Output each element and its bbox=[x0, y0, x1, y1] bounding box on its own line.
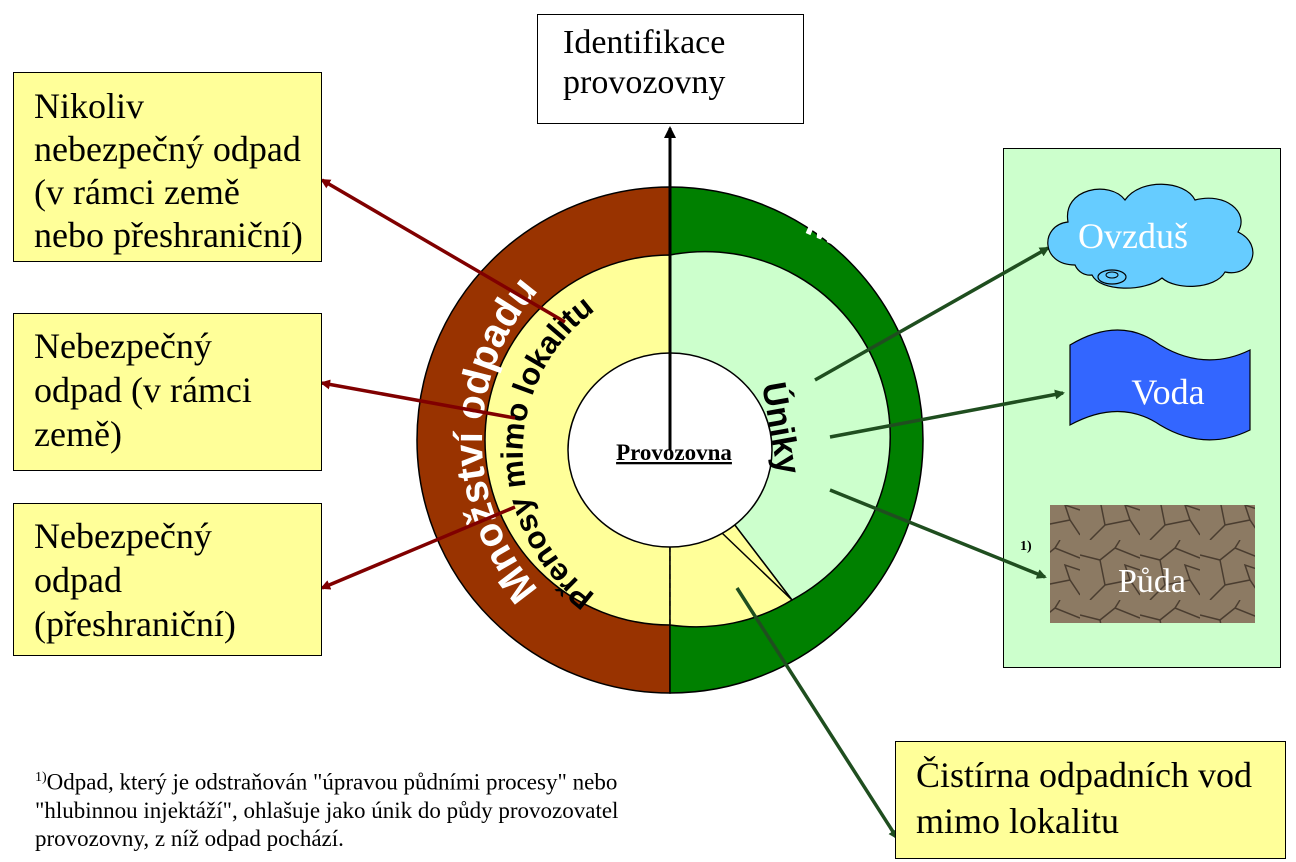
arrow-to-water bbox=[829, 389, 1065, 439]
identification-label: Identifikace provozovny bbox=[563, 24, 726, 101]
footnote-text: Odpad, který je odstraňován "úpravou půd… bbox=[35, 769, 619, 851]
treatment-plant-box[interactable]: Čistírna odpadních vod mimo lokalitu bbox=[895, 741, 1286, 859]
soil-note-marker: 1) bbox=[1020, 539, 1032, 554]
soil-label: Půda bbox=[1118, 563, 1186, 600]
arrow-to-soil bbox=[829, 488, 1047, 579]
footnote-marker: 1) bbox=[35, 770, 47, 785]
treatment-plant-label: Čistírna odpadních vod mimo lokalitu bbox=[916, 755, 1252, 841]
arrow-to-air bbox=[814, 246, 1050, 382]
air-cloud[interactable]: Ovzduš bbox=[1047, 183, 1254, 289]
hazardous-waste-domestic-box[interactable]: Nebezpečný odpad (v rámci země) bbox=[13, 313, 322, 471]
arrow-to-nebezpecny-preshranicni bbox=[320, 505, 516, 590]
center-divider bbox=[721, 532, 793, 601]
water-label: Voda bbox=[1131, 372, 1204, 412]
inner-ring-right bbox=[669, 250, 891, 601]
non-hazardous-waste-box[interactable]: Nikoliv nebezpečný odpad (v rámci země n… bbox=[13, 72, 322, 262]
hazardous-waste-domestic-label: Nebezpečný odpad (v rámci země) bbox=[34, 326, 252, 454]
hazardous-waste-transboundary-box[interactable]: Nebezpečný odpad (přeshraniční) bbox=[13, 503, 322, 656]
soil-tile[interactable]: Půda bbox=[1050, 505, 1255, 623]
arrow-to-treatment-plant bbox=[735, 587, 899, 840]
water-banner[interactable]: Voda bbox=[1069, 329, 1251, 441]
footnote: 1)Odpad, který je odstraňován "úpravou p… bbox=[35, 764, 715, 853]
identification-box[interactable]: Identifikace provozovny bbox=[537, 14, 804, 124]
arrow-to-nikoliv bbox=[320, 178, 566, 324]
hazardous-waste-transboundary-label: Nebezpečný odpad (přeshraniční) bbox=[34, 516, 236, 644]
center-label: Provozovna bbox=[616, 440, 732, 465]
air-label: Ovzduš bbox=[1078, 216, 1188, 256]
non-hazardous-waste-label: Nikoliv nebezpečný odpad (v rámci země n… bbox=[34, 86, 303, 255]
arrow-to-nebezpecny-zeme bbox=[320, 379, 516, 420]
